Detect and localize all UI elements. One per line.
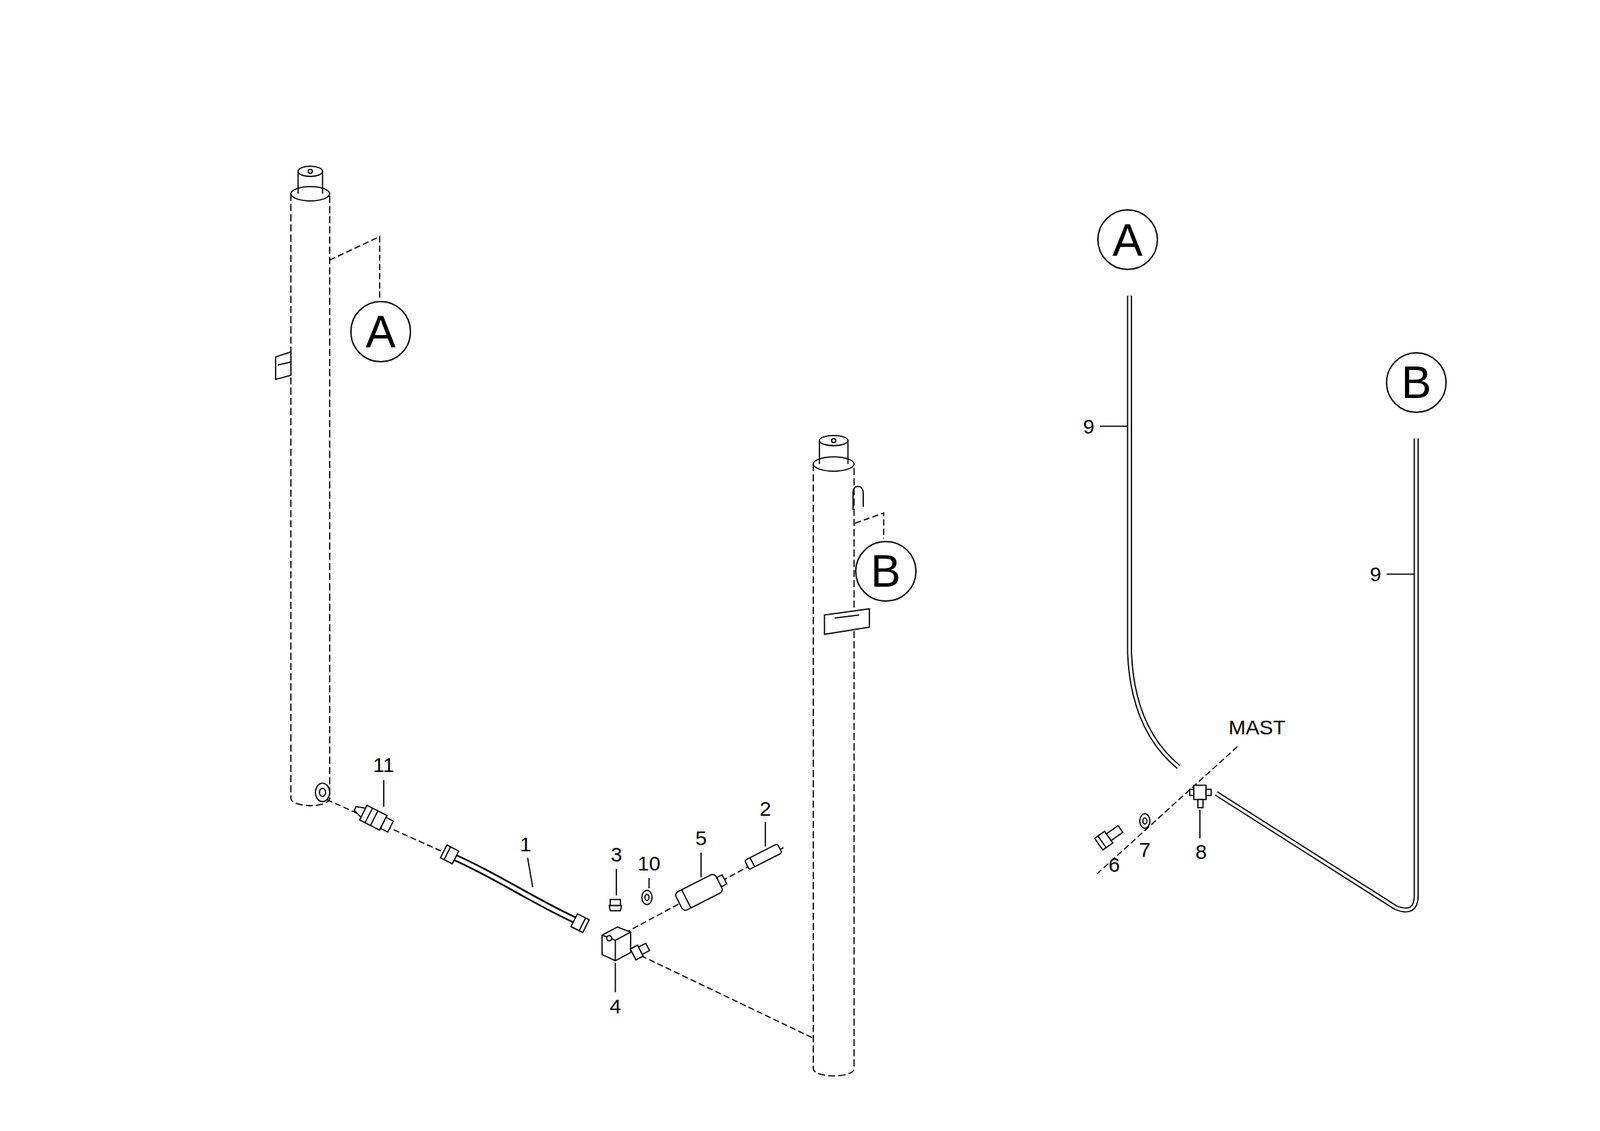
callout-number: 10 bbox=[637, 853, 661, 875]
callout-number: 6 bbox=[1108, 855, 1121, 876]
callout-number: 8 bbox=[1195, 842, 1207, 863]
callout-number: 4 bbox=[609, 996, 622, 1018]
reference-circle: B bbox=[1385, 352, 1448, 414]
reference-circle: A bbox=[1097, 209, 1159, 271]
callout-number: 9 bbox=[1082, 416, 1095, 438]
callout-number: 2 bbox=[759, 798, 771, 820]
callout-number: 7 bbox=[1138, 840, 1151, 861]
callout-number: 5 bbox=[694, 828, 707, 849]
reference-letter: A bbox=[1112, 217, 1143, 263]
reference-letter: A bbox=[365, 309, 396, 355]
reference-letter: B bbox=[1400, 359, 1432, 405]
part-label: MAST bbox=[1228, 717, 1286, 739]
reference-circle: A bbox=[350, 300, 412, 363]
reference-letter: B bbox=[870, 548, 901, 594]
callout-number: 1 bbox=[519, 834, 532, 856]
callout-number: 9 bbox=[1369, 564, 1382, 585]
callout-number: 3 bbox=[610, 844, 623, 866]
reference-circle: B bbox=[855, 541, 917, 603]
callout-number: 11 bbox=[372, 755, 395, 776]
